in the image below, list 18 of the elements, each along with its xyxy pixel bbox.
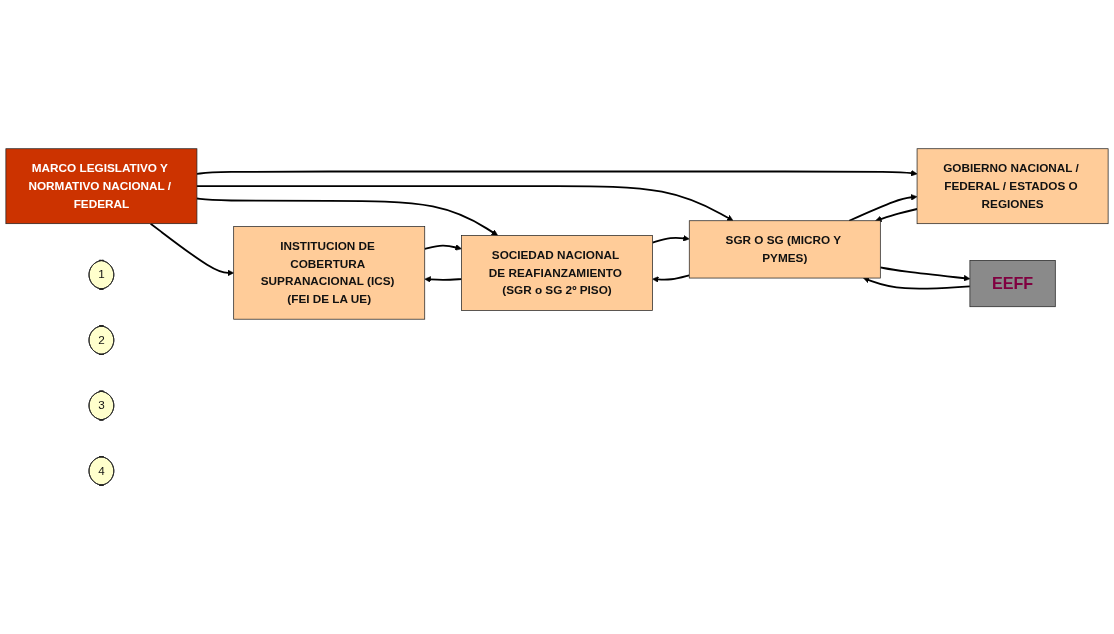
- node-box: GOBIERNO NACIONAL / FEDERAL / ESTADOS O REGIONES: [916, 148, 1109, 225]
- node-box: EEFF: [969, 260, 1056, 308]
- arrow: [196, 185, 734, 222]
- arrow: [848, 194, 918, 222]
- node-box: SGR O SG (MICRO Y PYMES): [688, 220, 881, 279]
- arrow: [196, 197, 498, 236]
- arrow: [879, 266, 971, 282]
- arrow: [651, 235, 690, 244]
- node-box: SOCIEDAD NACIONAL DE REAFIANZAMIENTO (SGR o SG 2º PISO): [461, 235, 653, 311]
- node-box: MARCO LEGISLATIVO Y NORMATIVO NACIONAL / FEDERAL: [5, 148, 198, 225]
- arrow: [424, 276, 463, 283]
- arrow: [196, 169, 918, 177]
- arrow: [875, 208, 918, 223]
- arrow: [149, 222, 234, 277]
- node-box: INSTITUCION DE COBERTURA SUPRANACIONAL (ICS) (FEI DE LA UE): [233, 226, 426, 320]
- arrow: [863, 277, 971, 290]
- arrow: [652, 274, 691, 283]
- arrow: [423, 244, 462, 251]
